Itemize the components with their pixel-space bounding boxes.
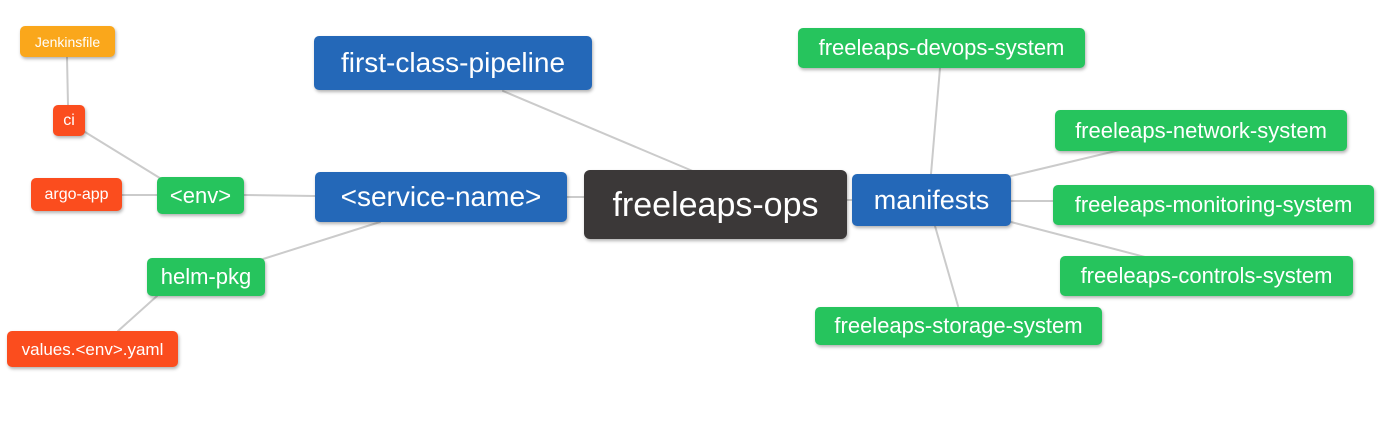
- edge-manifests-to-devops-system: [930, 67, 941, 175]
- node-values-env-yaml[interactable]: values.<env>.yaml: [7, 331, 178, 367]
- edge-first-class-pipeline-to-freeleaps-ops: [502, 90, 696, 173]
- edge-values-env-yaml-to-helm-pkg: [117, 295, 158, 332]
- edge-helm-pkg-to-service-name: [262, 221, 381, 260]
- node-network-system[interactable]: freeleaps-network-system: [1055, 110, 1347, 151]
- edge-jenkinsfile-to-ci: [66, 56, 69, 106]
- edge-manifests-to-controls-system: [1010, 221, 1146, 258]
- node-env[interactable]: <env>: [157, 177, 244, 214]
- node-service-name[interactable]: <service-name>: [315, 172, 567, 222]
- node-helm-pkg[interactable]: helm-pkg: [147, 258, 265, 296]
- node-manifests[interactable]: manifests: [852, 174, 1011, 226]
- edge-manifests-to-storage-system: [934, 225, 959, 307]
- node-devops-system[interactable]: freeleaps-devops-system: [798, 28, 1085, 68]
- node-storage-system[interactable]: freeleaps-storage-system: [815, 307, 1102, 345]
- node-monitoring-system[interactable]: freeleaps-monitoring-system: [1053, 185, 1374, 225]
- node-first-class-pipeline[interactable]: first-class-pipeline: [314, 36, 592, 90]
- node-freeleaps-ops[interactable]: freeleaps-ops: [584, 170, 847, 239]
- node-ci[interactable]: ci: [53, 105, 85, 136]
- node-controls-system[interactable]: freeleaps-controls-system: [1060, 256, 1353, 296]
- node-argo-app[interactable]: argo-app: [31, 178, 122, 211]
- edge-env-to-service-name: [243, 194, 316, 197]
- edge-ci-to-env: [84, 131, 164, 181]
- node-jenkinsfile[interactable]: Jenkinsfile: [20, 26, 115, 57]
- edge-manifests-to-network-system: [1010, 149, 1121, 177]
